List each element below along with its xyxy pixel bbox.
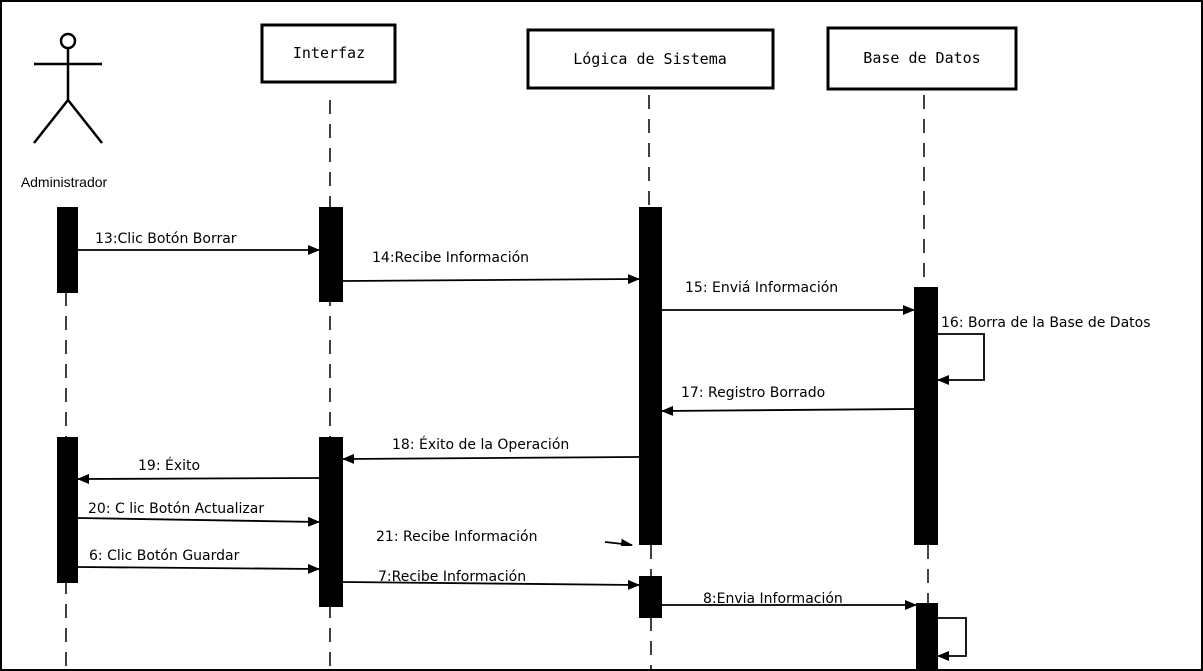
lifeline-box [826, 26, 1018, 91]
message-arrow [342, 274, 640, 285]
lifeline-label-logica: Lógica de Sistema [573, 50, 727, 68]
message-self-arrow [937, 617, 967, 661]
activation-bar [319, 207, 343, 302]
message-arrow [77, 563, 320, 574]
message-label-16: 16: Borra de la Base de Datos [941, 315, 1151, 331]
message-label-19: 19: Éxito [138, 457, 200, 474]
lifeline-label-bd: Base de Datos [863, 49, 980, 67]
actor-administrador: Administrador [21, 32, 108, 190]
message-label-7: 7:Recibe Información [378, 569, 526, 585]
message-label-20: 20: C lic Botón Actualizar [88, 501, 264, 517]
message-arrow [342, 579, 640, 590]
message-label-21: 21: Recibe Información [376, 529, 537, 545]
actor-leg-left [33, 99, 69, 144]
activation-bar [57, 207, 78, 293]
activation-bar [639, 207, 662, 545]
lifeline-box [526, 28, 775, 90]
messages [77, 245, 985, 661]
message-arrow [661, 405, 915, 416]
activation-bar [319, 437, 343, 607]
actor-label: Administrador [21, 174, 108, 190]
activation-bar [57, 437, 78, 583]
actor-leg-right [67, 99, 103, 144]
activation-bar [916, 603, 938, 671]
message-arrow [604, 538, 633, 549]
message-self-arrow [937, 333, 985, 385]
lifeline-header-bd: Base de Datos [826, 26, 1018, 91]
message-label-14: 14:Recibe Información [372, 250, 529, 266]
message-label-18: 18: Éxito de la Operación [392, 436, 569, 453]
pasted-section-backdrop [343, 546, 639, 550]
lifeline-header-logica: Lógica de Sistema [526, 28, 775, 90]
message-arrow [77, 473, 320, 484]
activation-bar [639, 576, 662, 618]
message-label-15: 15: Enviá Información [685, 280, 838, 296]
activation-bars [57, 207, 938, 671]
message-label-8: 8:Envia Información [703, 591, 843, 607]
message-label-6: 6: Clic Botón Guardar [89, 548, 240, 564]
actor-head [59, 32, 77, 50]
lifeline-box [260, 23, 397, 84]
message-label-17: 17: Registro Borrado [681, 385, 825, 401]
lifeline-label-interfaz: Interfaz [293, 44, 365, 62]
message-label-13: 13:Clic Botón Borrar [95, 231, 237, 247]
message-arrow [77, 516, 320, 527]
activation-bar [914, 287, 938, 545]
message-arrow [342, 453, 640, 464]
lifeline-header-interfaz: Interfaz [260, 23, 397, 84]
